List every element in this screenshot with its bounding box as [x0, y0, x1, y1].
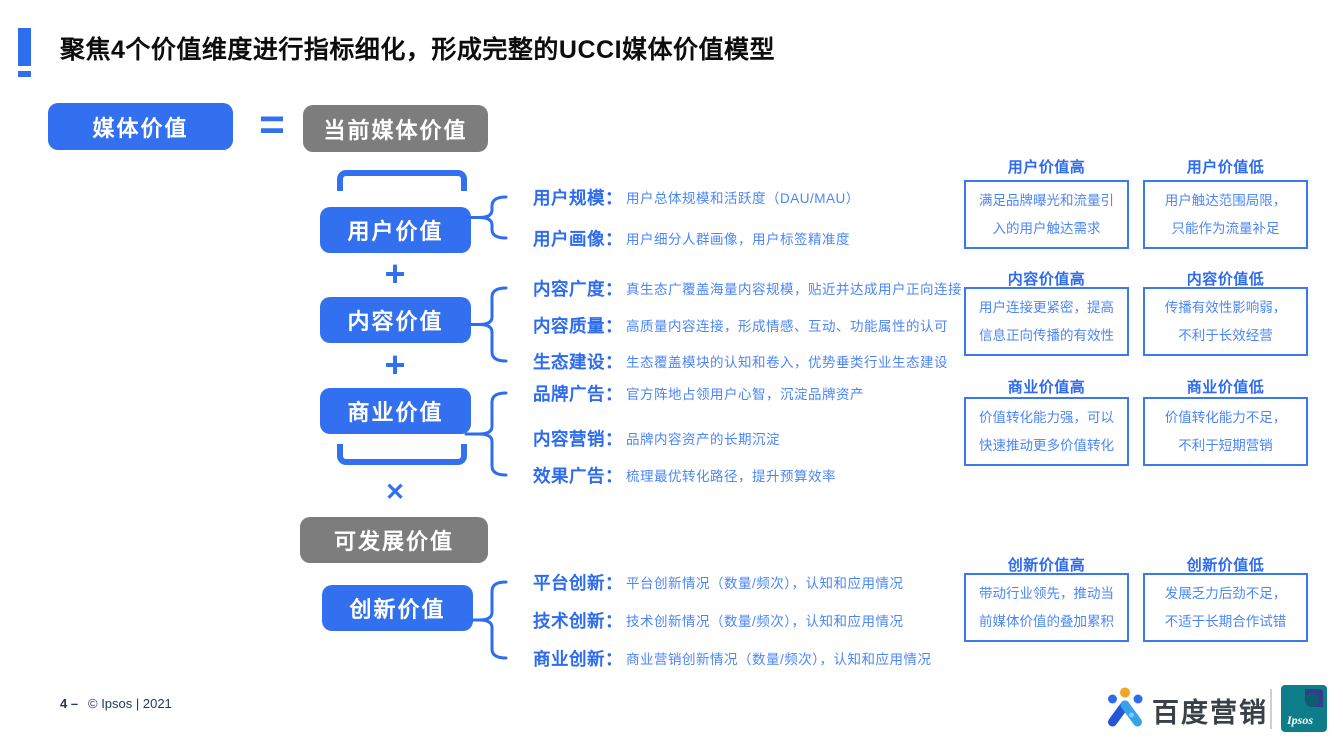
metric-label: 商业创新： — [533, 648, 623, 669]
business-value-high-box: 价值转化能力强，可以 快速推动更多价值转化 — [964, 397, 1129, 466]
metric-desc: 用户细分人群画像，用户标签精准度 — [626, 232, 850, 247]
metric-row: 用户规模： 用户总体规模和活跃度（DAU/MAU） — [533, 183, 860, 211]
metric-row: 内容质量： 高质量内容连接，形成情感、互动、功能属性的认可 — [533, 311, 948, 339]
innovation-value-high-box: 带动行业领先，推动当 前媒体价值的叠加累积 — [964, 573, 1129, 642]
metric-desc: 生态覆盖模块的认知和卷入，优势垂类行业生态建设 — [626, 355, 948, 370]
ipsos-head-graphic — [1305, 689, 1323, 707]
box-line: 快速推动更多价值转化 — [979, 438, 1114, 453]
innovation-value-low-header: 创新价值低 — [1186, 557, 1265, 574]
box-line: 带动行业领先，推动当 — [979, 586, 1114, 601]
metric-label: 效果广告： — [533, 465, 623, 486]
copyright: © Ipsos | 2021 — [88, 696, 172, 711]
page-number: 4 – — [60, 696, 79, 711]
metric-label: 生态建设： — [533, 351, 623, 372]
title-accent-dash — [18, 71, 31, 77]
current-media-value-button: 当前媒体价值 — [303, 105, 488, 152]
metric-label: 内容广度： — [533, 278, 623, 299]
developable-value-button: 可发展价值 — [300, 517, 488, 563]
metric-label: 用户画像： — [533, 228, 623, 249]
metric-row: 品牌广告： 官方阵地占领用户心智，沉淀品牌资产 — [533, 379, 864, 407]
metric-row: 内容营销： 品牌内容资产的长期沉淀 — [533, 424, 780, 452]
box-line: 传播有效性影响弱， — [1164, 300, 1287, 315]
content-value-low-box: 传播有效性影响弱， 不利于长效经营 — [1143, 287, 1308, 356]
metric-label: 内容质量： — [533, 315, 623, 336]
box-line: 不利于长效经营 — [1178, 328, 1273, 343]
metric-row: 效果广告： 梳理最优转化路径，提升预算效率 — [533, 461, 836, 489]
metric-desc: 官方阵地占领用户心智，沉淀品牌资产 — [626, 387, 864, 402]
content-value-high-header: 内容价值高 — [1007, 271, 1086, 288]
baidu-marketing-logo-text: 百度营销 — [1152, 698, 1268, 728]
content-value-low-header: 内容价值低 — [1186, 271, 1265, 288]
content-value-high-box: 用户连接更紧密，提高 信息正向传播的有效性 — [964, 287, 1129, 356]
metric-desc: 商业营销创新情况（数量/频次），认知和应用情况 — [626, 652, 932, 667]
metric-row: 内容广度： 真生态广覆盖海量内容规模，贴近并达成用户正向连接 — [533, 274, 962, 302]
multiply-operator: ✕ — [384, 479, 406, 506]
box-line: 发展乏力后劲不足， — [1164, 586, 1287, 601]
equals-operator: = — [259, 100, 285, 149]
business-value-low-box: 价值转化能力不足， 不利于短期营销 — [1143, 397, 1308, 466]
logo-divider — [1270, 689, 1272, 729]
box-line: 前媒体价值的叠加累积 — [979, 614, 1114, 629]
user-value-high-box: 满足品牌曝光和流量引 入的用户触达需求 — [964, 180, 1129, 249]
metric-desc: 用户总体规模和活跃度（DAU/MAU） — [626, 191, 860, 206]
box-line: 入的用户触达需求 — [992, 221, 1101, 236]
metric-label: 内容营销： — [533, 428, 623, 449]
box-line: 不利于短期营销 — [1178, 438, 1273, 453]
innovation-value-high-header: 创新价值高 — [1007, 557, 1086, 574]
business-value-button: 商业价值 — [320, 388, 471, 434]
box-line: 价值转化能力强，可以 — [979, 410, 1114, 425]
plus-operator: + — [384, 253, 406, 294]
metric-label: 用户规模： — [533, 187, 623, 208]
metric-desc: 高质量内容连接，形成情感、互动、功能属性的认可 — [626, 319, 948, 334]
media-value-button: 媒体价值 — [48, 103, 233, 150]
plus-operator: + — [384, 344, 406, 385]
baidu-marketing-icon — [1108, 687, 1143, 727]
bracket-bottom — [337, 444, 467, 465]
business-value-high-header: 商业价值高 — [1007, 379, 1086, 396]
user-value-button: 用户价值 — [320, 207, 471, 253]
metric-desc: 品牌内容资产的长期沉淀 — [626, 432, 780, 447]
box-line: 不适于长期合作试错 — [1164, 614, 1287, 629]
innovation-value-button: 创新价值 — [322, 585, 473, 631]
metric-desc: 真生态广覆盖海量内容规模，贴近并达成用户正向连接 — [626, 282, 962, 297]
ipsos-logo-text: Ipsos — [1287, 713, 1314, 727]
ipsos-logo: Ipsos — [1281, 685, 1327, 732]
box-line: 用户连接更紧密，提高 — [979, 300, 1114, 315]
user-value-low-header: 用户价值低 — [1186, 159, 1265, 176]
innovation-value-low-box: 发展乏力后劲不足， 不适于长期合作试错 — [1143, 573, 1308, 642]
business-value-low-header: 商业价值低 — [1186, 379, 1265, 396]
metric-row: 技术创新： 技术创新情况（数量/频次），认知和应用情况 — [533, 606, 904, 634]
box-line: 用户触达范围局限， — [1164, 193, 1287, 208]
box-line: 信息正向传播的有效性 — [979, 328, 1114, 343]
metric-row: 用户画像： 用户细分人群画像，用户标签精准度 — [533, 224, 850, 252]
title-accent-bar — [18, 28, 31, 66]
box-line: 满足品牌曝光和流量引 — [979, 193, 1114, 208]
metric-row: 平台创新： 平台创新情况（数量/频次），认知和应用情况 — [533, 568, 904, 596]
bracket-top — [337, 170, 467, 191]
box-line: 价值转化能力不足， — [1164, 410, 1287, 425]
metric-row: 生态建设： 生态覆盖模块的认知和卷入，优势垂类行业生态建设 — [533, 347, 948, 375]
user-value-low-box: 用户触达范围局限， 只能作为流量补足 — [1143, 180, 1308, 249]
metric-desc: 平台创新情况（数量/频次），认知和应用情况 — [626, 576, 904, 591]
metric-label: 平台创新： — [533, 572, 623, 593]
metric-label: 品牌广告： — [533, 383, 623, 404]
user-value-high-header: 用户价值高 — [1007, 159, 1086, 176]
metric-desc: 梳理最优转化路径，提升预算效率 — [626, 469, 836, 484]
content-value-button: 内容价值 — [320, 297, 471, 343]
box-line: 只能作为流量补足 — [1171, 221, 1280, 236]
metric-label: 技术创新： — [533, 610, 623, 631]
page-title: 聚焦4个价值维度进行指标细化，形成完整的UCCI媒体价值模型 — [60, 36, 776, 64]
metric-desc: 技术创新情况（数量/频次），认知和应用情况 — [626, 614, 904, 629]
metric-row: 商业创新： 商业营销创新情况（数量/频次），认知和应用情况 — [533, 644, 932, 672]
